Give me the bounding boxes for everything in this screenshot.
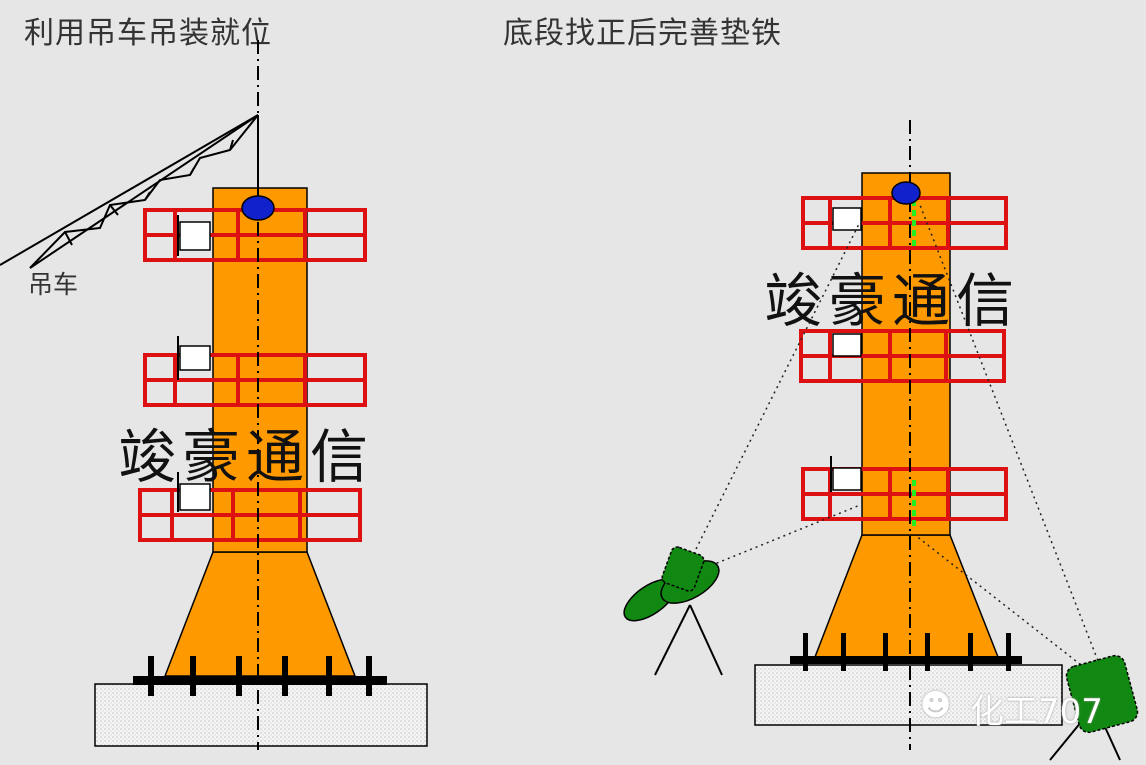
left-caption: 利用吊车吊装就位 [24, 16, 272, 51]
theodolite-left [623, 546, 723, 676]
right-platform-3 [801, 467, 1008, 521]
right-foundation [754, 664, 1063, 726]
left-lifting-marker [241, 195, 275, 221]
left-platform-3 [138, 488, 362, 542]
right-anchor-bolts [790, 633, 1022, 671]
right-top-marker [891, 181, 921, 205]
right-scene [623, 120, 1139, 761]
sight-lines [687, 204, 1101, 673]
left-scene [0, 40, 428, 750]
left-anchor-bolts [133, 656, 387, 696]
left-platform-2 [143, 353, 367, 407]
left-shim-3 [177, 472, 211, 512]
theodolite-right [1049, 654, 1139, 761]
right-caption: 底段找正后完善垫铁 [503, 16, 782, 51]
crane-label: 吊车 [28, 270, 79, 299]
left-shim-1 [177, 215, 211, 256]
right-shim-3 [830, 456, 862, 492]
watermark-left: 竣豪通信 [118, 423, 375, 491]
crane-boom [0, 114, 259, 269]
credit-text: 化工707 [970, 692, 1103, 732]
right-shim-1 [832, 207, 862, 231]
left-foundation [94, 683, 428, 747]
wechat-icon: ☻ [920, 688, 952, 723]
watermark-right: 竣豪通信 [764, 267, 1021, 335]
left-column [212, 187, 308, 553]
left-shim-2 [177, 336, 211, 380]
right-shim-2 [832, 333, 862, 357]
